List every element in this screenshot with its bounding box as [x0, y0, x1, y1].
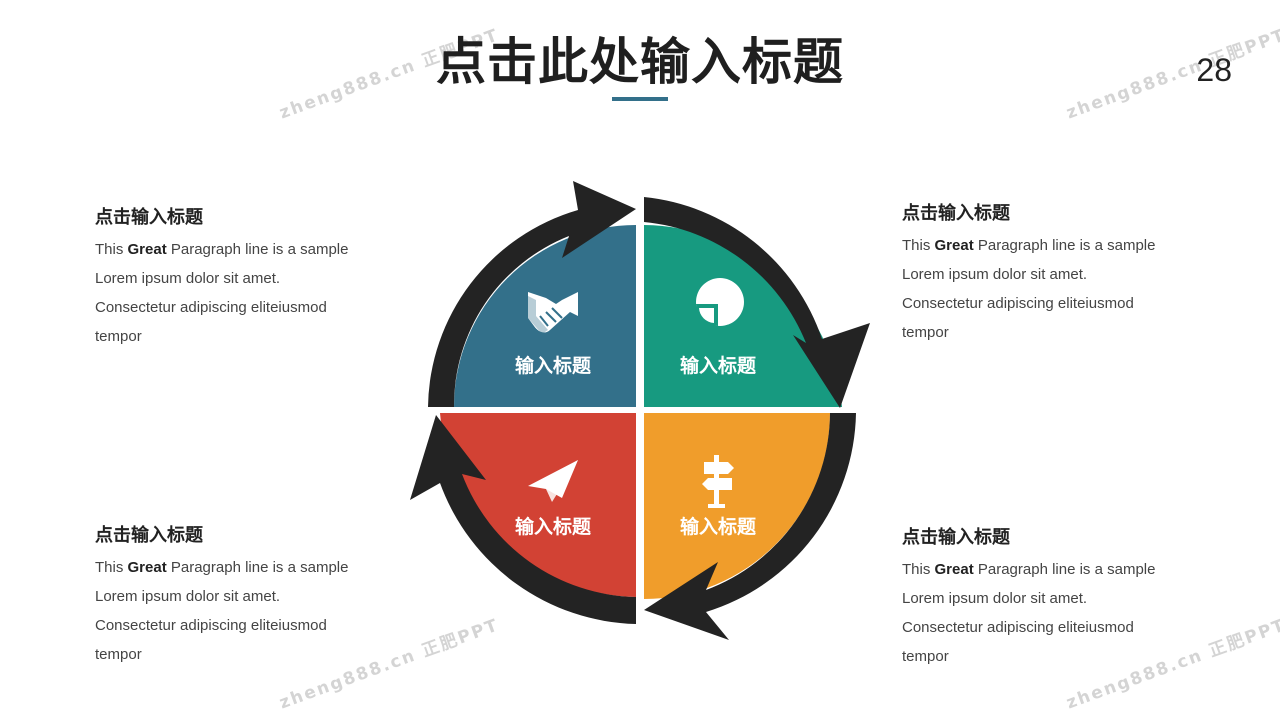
quadrant-top-right[interactable] [644, 225, 842, 407]
body-text: Lorem ipsum dolor sit amet. [95, 588, 281, 605]
text-block-bottom-right: 点击输入标题 This Great Paragraph line is a sa… [902, 523, 1192, 671]
body-text: Consectetur adipiscing eliteiusmod [95, 299, 327, 316]
paper-plane-icon [528, 460, 578, 502]
cycle-arrow-bottom-right [644, 413, 856, 640]
block-heading[interactable]: 点击输入标题 [902, 527, 1010, 548]
quadrant-label-top-left[interactable]: 输入标题 [515, 354, 591, 377]
body-bold: Great [127, 241, 167, 258]
body-text: Lorem ipsum dolor sit amet. [95, 270, 281, 287]
body-text: tempor [95, 328, 142, 345]
text-block-top-right: 点击输入标题 This Great Paragraph line is a sa… [902, 199, 1192, 347]
block-heading[interactable]: 点击输入标题 [95, 207, 203, 228]
body-text: tempor [902, 648, 949, 665]
cycle-arrow-top-left [428, 181, 636, 407]
body-bold: Great [934, 237, 974, 254]
body-bold: Great [127, 559, 167, 576]
cycle-arrow-bottom-left [410, 415, 636, 624]
body-text: Consectetur adipiscing eliteiusmod [902, 295, 1134, 312]
handshake-icon [528, 292, 578, 334]
quadrant-bottom-right[interactable] [644, 413, 830, 599]
body-text: This [902, 237, 935, 254]
body-text: Consectetur adipiscing eliteiusmod [95, 617, 327, 634]
body-text: Lorem ipsum dolor sit amet. [902, 266, 1088, 283]
text-block-bottom-left: 点击输入标题 This Great Paragraph line is a sa… [95, 521, 385, 669]
body-text: tempor [902, 324, 949, 341]
block-heading[interactable]: 点击输入标题 [902, 203, 1010, 224]
block-heading[interactable]: 点击输入标题 [95, 525, 203, 546]
title-underline [612, 97, 668, 101]
quadrant-label-bottom-left[interactable]: 输入标题 [515, 515, 591, 538]
pie-chart-icon [696, 278, 744, 326]
body-text: This [902, 561, 935, 578]
signpost-icon [702, 455, 734, 508]
body-text: Lorem ipsum dolor sit amet. [902, 590, 1088, 607]
page-number: 28 [1196, 52, 1232, 88]
body-text: Paragraph line is a sample [973, 237, 1156, 254]
body-text: Paragraph line is a sample [166, 241, 349, 258]
body-text: This [95, 559, 128, 576]
body-text: Consectetur adipiscing eliteiusmod [902, 619, 1134, 636]
body-text: tempor [95, 646, 142, 663]
body-bold: Great [934, 561, 974, 578]
cycle-arrow-top-right [644, 197, 870, 408]
body-text: This [95, 241, 128, 258]
quadrant-label-top-right[interactable]: 输入标题 [680, 354, 756, 377]
body-text: Paragraph line is a sample [166, 559, 349, 576]
page-title[interactable]: 点击此处输入标题 [436, 33, 844, 91]
quadrant-bottom-left[interactable] [440, 413, 636, 597]
text-block-top-left: 点击输入标题 This Great Paragraph line is a sa… [95, 203, 385, 351]
quadrant-label-bottom-right[interactable]: 输入标题 [680, 515, 756, 538]
body-text: Paragraph line is a sample [973, 561, 1156, 578]
